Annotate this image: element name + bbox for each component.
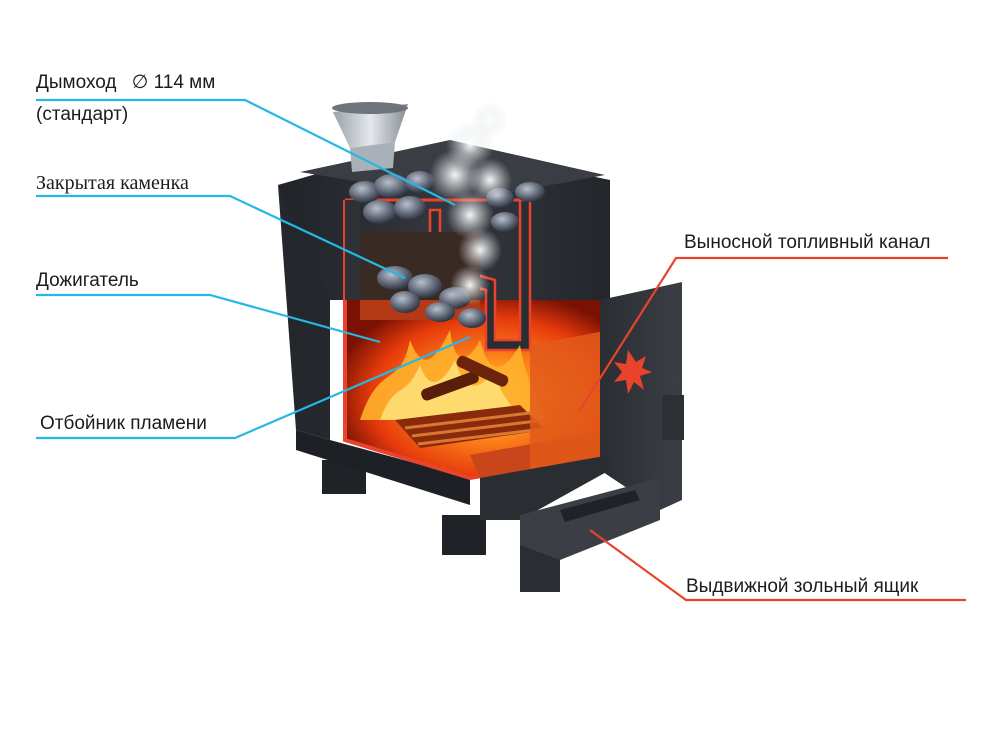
leader-closed-heater [36, 194, 406, 279]
label-closed-heater: Закрытая каменка [36, 172, 189, 194]
leader-remote-fuel-channel [579, 256, 948, 411]
label-flame-deflector: Отбойник пламени [40, 413, 207, 434]
leader-chimney [36, 98, 456, 206]
remote-fuel-channel [470, 282, 684, 520]
logo-mark [614, 350, 652, 394]
label-afterburner: Дожигатель [36, 270, 139, 291]
label-remote-fuel-channel: Выносной топливный канал [684, 232, 931, 253]
ash-drawer [520, 478, 660, 560]
leader-ash-drawer [589, 529, 966, 602]
chimney-pipe [332, 102, 408, 172]
flame [360, 330, 545, 420]
steam-cloud [429, 102, 512, 305]
diameter-symbol: ∅ [131, 72, 149, 93]
label-chimney-standard: (стандарт) [36, 104, 129, 125]
chimney-diameter-value: 114 мм [153, 72, 216, 93]
leader-afterburner [36, 293, 381, 344]
label-chimney: Дымоход ∅ 114 мм [36, 72, 215, 94]
leader-flame-deflector [36, 335, 471, 440]
grate [395, 405, 545, 448]
chimney-text: Дымоход [36, 72, 117, 93]
label-ash-drawer: Выдвижной зольный ящик [686, 576, 919, 597]
